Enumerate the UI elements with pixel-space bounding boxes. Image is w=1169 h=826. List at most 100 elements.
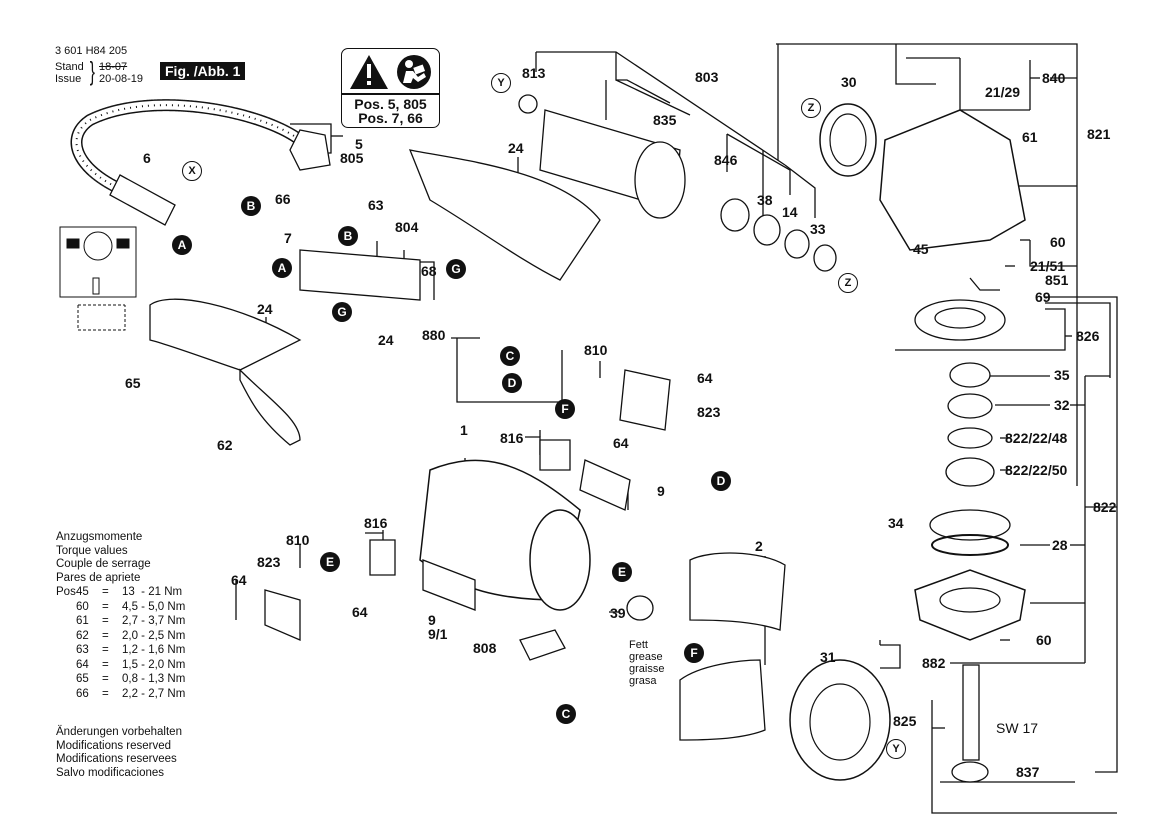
torque-equals: = bbox=[102, 687, 109, 700]
stand-label: Stand bbox=[55, 61, 84, 73]
part-label-804: 804 bbox=[395, 219, 419, 235]
part-label-816-bottom: 816 bbox=[364, 515, 388, 531]
modifications-es: Salvo modificaciones bbox=[56, 766, 165, 779]
torque-equals: = bbox=[102, 658, 109, 671]
grease-en: grease bbox=[629, 651, 663, 663]
part-label-64-bottom: 64 bbox=[352, 604, 368, 620]
torque-title-de: Anzugsmomente bbox=[56, 531, 143, 543]
part-label-28: 28 bbox=[1052, 537, 1068, 553]
reference-x: X bbox=[182, 161, 202, 181]
warning-triangle-icon bbox=[350, 55, 388, 89]
part-label-1: 1 bbox=[460, 422, 468, 438]
torque-pos: 65 bbox=[76, 673, 89, 685]
torque-value: 2,2 - 2,7 Nm bbox=[122, 687, 186, 700]
torque-row: 65=0,8 - 1,3 Nm bbox=[56, 672, 185, 687]
torque-pos-label bbox=[56, 687, 76, 702]
part-label-33: 33 bbox=[810, 221, 826, 237]
part-label-846: 846 bbox=[714, 152, 738, 168]
torque-pos: 62 bbox=[76, 629, 89, 642]
part-label-821: 821 bbox=[1087, 126, 1111, 142]
torque-pos: 61 bbox=[76, 615, 89, 627]
part-label-835: 835 bbox=[653, 112, 677, 128]
cord-sleeve-shape bbox=[109, 174, 176, 226]
part-label-9-top: 9 bbox=[657, 483, 665, 499]
part-label-61: 61 bbox=[1022, 129, 1038, 145]
part-label-882: 882 bbox=[922, 655, 946, 671]
torque-value: 2,0 - 2,5 Nm bbox=[122, 629, 186, 642]
torque-equals: = bbox=[102, 600, 109, 613]
torque-table: Anzugsmomente Torque values Couple de se… bbox=[56, 531, 185, 701]
torque-value: 1,5 - 2,0 Nm bbox=[122, 658, 186, 671]
torque-row: 61 = 2,7 - 3,7 Nm bbox=[56, 614, 185, 629]
issue-date: 20-08-19 bbox=[99, 73, 144, 85]
warning-box: Pos. 5, 805 Pos. 7, 66 bbox=[341, 48, 440, 128]
torque-value: 1,2 - 1,6 Nm bbox=[122, 644, 186, 656]
torque-row: 60=4,5 - 5,0 Nm bbox=[56, 600, 185, 615]
callout-f-brush: F bbox=[555, 399, 575, 419]
part-label-810-top: 810 bbox=[584, 342, 608, 358]
circuit-diagram bbox=[59, 226, 137, 331]
callout-b-cord: B bbox=[241, 196, 261, 216]
torque-equals: = bbox=[102, 586, 109, 598]
warning-pos-line-2: Pos. 7, 66 bbox=[358, 110, 423, 126]
modifications-en: Modifications reserved bbox=[56, 739, 172, 752]
torque-equals: = bbox=[102, 673, 109, 685]
torque-value: 2,7 - 3,7 Nm bbox=[122, 615, 186, 627]
part-label-7: 7 bbox=[284, 230, 292, 246]
part-label-9-bottom: 9 bbox=[428, 612, 436, 628]
torque-row: 66=2,2 - 2,7 Nm bbox=[56, 687, 185, 702]
part-label-35: 35 bbox=[1054, 367, 1070, 383]
part-label-34: 34 bbox=[888, 515, 904, 531]
torque-pos: 45 bbox=[76, 586, 89, 598]
part-label-813: 813 bbox=[522, 65, 546, 81]
part-label-810-bottom: 810 bbox=[286, 532, 310, 548]
part-label-39: 39 bbox=[610, 605, 626, 621]
torque-value: 13 - 21 Nm bbox=[122, 586, 183, 598]
part-label-805: 805 bbox=[340, 150, 364, 166]
issue-label: Issue bbox=[55, 73, 82, 85]
part-label-32: 32 bbox=[1054, 397, 1070, 413]
part-label-60-bottom: 60 bbox=[1036, 632, 1052, 648]
torque-pos-label bbox=[56, 629, 76, 644]
modifications-note: Änderungen vorbehalten Modifications res… bbox=[56, 726, 182, 780]
torque-pos-label bbox=[56, 672, 76, 687]
part-label-21-29: 21/29 bbox=[985, 84, 1021, 100]
part-label-851: 851 bbox=[1045, 272, 1069, 288]
part-number: 3 601 H84 205 bbox=[55, 45, 128, 57]
part-label-825: 825 bbox=[893, 713, 917, 729]
part-label-63: 63 bbox=[368, 197, 384, 213]
part-label-808: 808 bbox=[473, 640, 497, 656]
torque-equals: = bbox=[102, 644, 109, 656]
part-label-64-mid: 64 bbox=[613, 435, 629, 451]
part-label-60-top: 60 bbox=[1050, 234, 1066, 250]
torque-pos-label bbox=[56, 658, 76, 673]
part-label-64-top: 64 bbox=[697, 370, 713, 386]
callout-g-switch: G bbox=[332, 302, 352, 322]
torque-title-fr: Couple de serrage bbox=[56, 558, 151, 570]
torque-row: 63 = 1,2 - 1,6 Nm bbox=[56, 643, 185, 658]
torque-equals: = bbox=[102, 615, 109, 627]
part-label-24-handle: 24 bbox=[257, 301, 273, 317]
part-label-823-bottom: 823 bbox=[257, 554, 281, 570]
part-label-6: 6 bbox=[143, 150, 151, 166]
part-label-38: 38 bbox=[757, 192, 773, 208]
part-label-14: 14 bbox=[782, 204, 798, 220]
torque-pos: 63 bbox=[76, 644, 89, 656]
part-label-816-top: 816 bbox=[500, 430, 524, 446]
callout-a-cord: A bbox=[172, 235, 192, 255]
part-label-69: 69 bbox=[1035, 289, 1051, 305]
part-label-24-switch: 24 bbox=[378, 332, 394, 348]
part-label-24-rear-handle: 24 bbox=[508, 140, 524, 156]
part-label-803: 803 bbox=[695, 69, 719, 85]
callout-d-field: D bbox=[711, 471, 731, 491]
torque-pos: 60 bbox=[76, 600, 89, 613]
grease-fr: graisse bbox=[629, 663, 665, 675]
modifications-de: Änderungen vorbehalten bbox=[56, 726, 182, 738]
part-label-837: 837 bbox=[1016, 764, 1040, 780]
torque-pos-label: Pos bbox=[56, 586, 76, 598]
part-label-sw17: SW 17 bbox=[996, 720, 1039, 736]
part-label-64-left: 64 bbox=[231, 572, 247, 588]
part-label-45: 45 bbox=[913, 241, 929, 257]
modifications-fr: Modifications reservees bbox=[56, 753, 177, 765]
